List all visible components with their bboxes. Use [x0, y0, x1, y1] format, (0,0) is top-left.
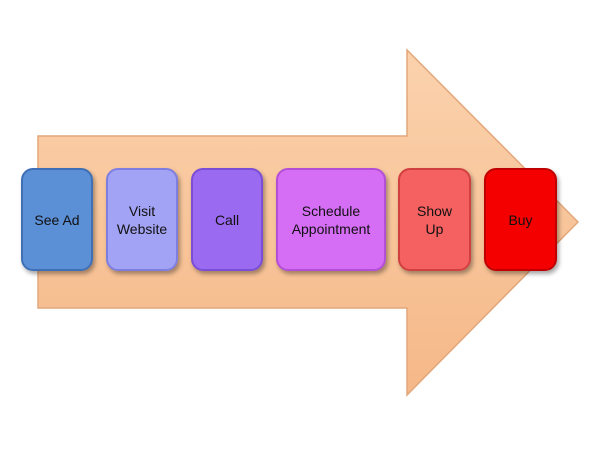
step-buy: Buy — [484, 168, 557, 271]
step-label: Visit Website — [116, 202, 168, 237]
step-label: Call — [214, 211, 240, 228]
step-visit-website: Visit Website — [106, 168, 178, 271]
step-call: Call — [191, 168, 263, 271]
step-see-ad: See Ad — [21, 168, 93, 271]
step-schedule-appointment: Schedule Appointment — [276, 168, 386, 271]
step-label: Show Up — [416, 202, 453, 237]
step-show-up: Show Up — [398, 168, 471, 271]
step-label: Buy — [508, 211, 533, 228]
step-label: Schedule Appointment — [291, 202, 371, 237]
step-label: See Ad — [34, 211, 80, 228]
